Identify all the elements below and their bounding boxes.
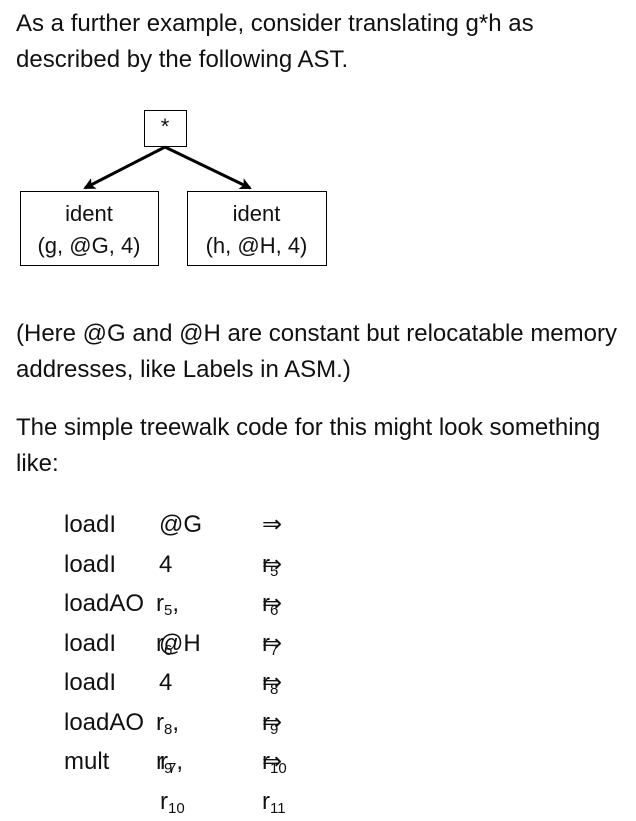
register-letter: r	[262, 787, 270, 815]
register-index: 6	[164, 641, 173, 659]
ast-right-attrs: (h, @H, 4)	[205, 233, 308, 258]
register-index: 6	[270, 602, 279, 619]
register-index: 11	[270, 799, 286, 817]
register: r6	[262, 590, 279, 619]
operand: 4	[159, 669, 173, 696]
register-index: 5	[164, 602, 173, 619]
register-index: 7	[270, 641, 279, 659]
opcode: loadAO	[64, 590, 145, 617]
ast-root-label: *	[160, 114, 170, 139]
ast-left-name: ident	[65, 201, 113, 226]
register: r10	[160, 787, 185, 817]
opcode: loadI	[64, 511, 117, 538]
register: r7	[160, 748, 177, 777]
register-letter: r	[156, 629, 164, 657]
ast-left-node	[20, 191, 159, 266]
operands: 4	[159, 663, 172, 703]
operand: @G	[159, 511, 203, 538]
register: r9	[262, 708, 279, 738]
destination: ⇒ r6	[262, 545, 282, 624]
register: r11	[262, 787, 286, 817]
destination: ⇒ r8	[262, 624, 282, 703]
operands: r5, r6	[156, 590, 180, 659]
register-letter: r	[262, 590, 270, 617]
register-index: 9	[164, 760, 173, 777]
intro-paragraph: As a further example, consider translati…	[16, 10, 534, 73]
register-index: 8	[270, 681, 279, 698]
ast-diagram	[20, 110, 327, 266]
ast-right-node	[187, 191, 327, 266]
destination: ⇒ r11	[262, 742, 286, 821]
operands: 4	[159, 545, 172, 585]
register: r10	[262, 748, 287, 777]
lead-paragraph: The simple treewalk code for this might …	[16, 414, 601, 477]
register-letter: r	[262, 629, 270, 657]
ast-right-name: ident	[232, 201, 281, 226]
register-index: 9	[270, 720, 279, 738]
opcode: loadI	[64, 550, 117, 578]
destination: ⇒ r5	[262, 505, 282, 584]
operands: r7, r10	[160, 748, 185, 817]
implies-arrow-icon: ⇒	[262, 708, 283, 736]
note-paragraph: (Here @G and @H are constant but relocat…	[16, 320, 617, 383]
register-letter: r	[262, 748, 270, 775]
implies-arrow-icon: ⇒	[262, 669, 283, 696]
register-letter: r	[262, 669, 270, 696]
register: r5	[262, 550, 279, 580]
ast-edge-left	[83, 145, 166, 190]
register-index: 10	[270, 760, 287, 777]
register-letter: r	[160, 748, 168, 775]
register-letter: r	[262, 708, 270, 736]
register-letter: r	[156, 708, 164, 736]
opcode: loadI	[64, 629, 117, 657]
register-letter: r	[160, 787, 168, 815]
destination: ⇒ r10	[262, 703, 287, 782]
implies-arrow-icon: ⇒	[262, 629, 283, 657]
operands: @H	[159, 624, 201, 664]
register: r5	[156, 590, 173, 619]
opcode: mult	[64, 748, 110, 775]
operand: 4	[159, 550, 173, 578]
operands: @G	[159, 505, 202, 545]
implies-arrow-icon: ⇒	[262, 550, 283, 578]
register-index: 5	[270, 562, 279, 580]
opcode: loadI	[64, 669, 117, 696]
implies-arrow-icon: ⇒	[262, 511, 283, 538]
register: r7	[262, 629, 279, 659]
operands: r8, r9	[156, 708, 180, 777]
operand: @H	[159, 629, 201, 657]
register: r6	[156, 629, 173, 659]
implies-arrow-icon: ⇒	[262, 748, 283, 775]
register: r8	[262, 669, 279, 698]
register-index: 8	[164, 720, 173, 738]
ast-left-attrs: (g, @G, 4)	[37, 233, 141, 258]
destination: ⇒ r9	[262, 663, 282, 742]
opcode: loadAO	[64, 708, 145, 736]
implies-arrow-icon: ⇒	[262, 590, 283, 617]
register-index: 7	[168, 760, 177, 777]
destination: ⇒ r7	[262, 584, 282, 663]
register: r8	[156, 708, 173, 738]
register-letter: r	[156, 590, 164, 617]
register-index: 10	[168, 799, 185, 817]
register-letter: r	[262, 550, 270, 578]
register-letter: r	[156, 748, 164, 775]
register: r9	[156, 748, 173, 777]
ast-edge-right	[164, 145, 252, 190]
